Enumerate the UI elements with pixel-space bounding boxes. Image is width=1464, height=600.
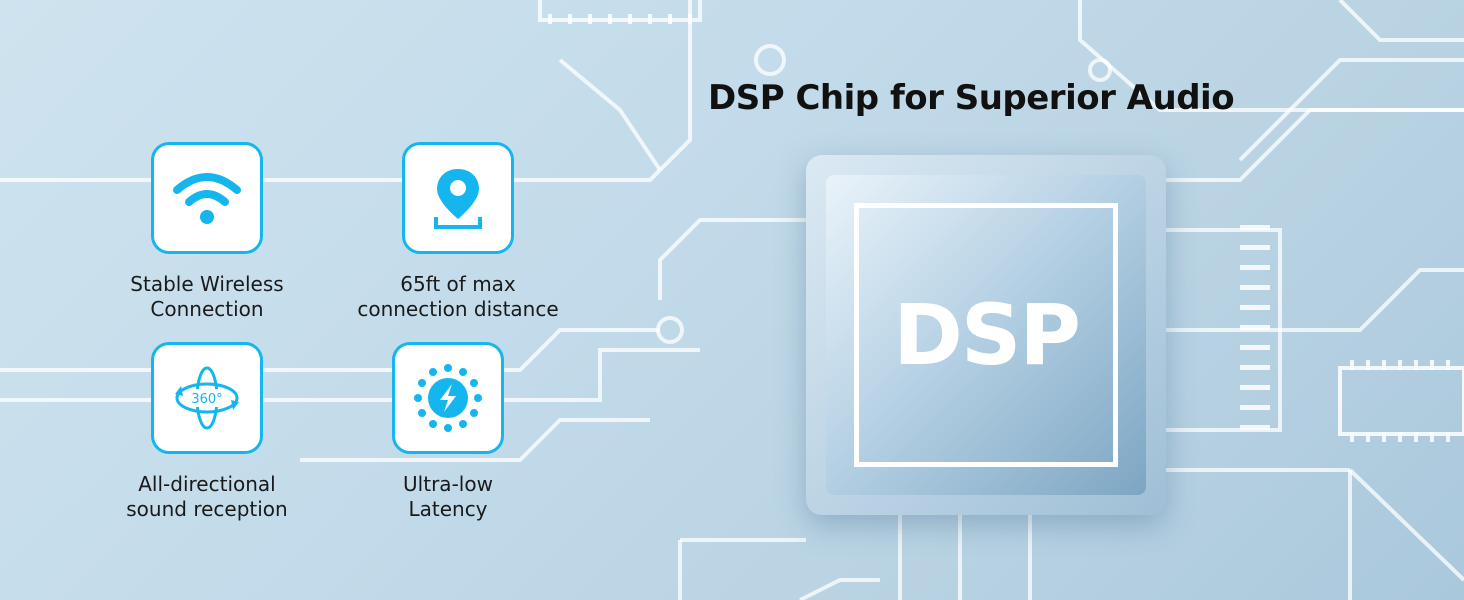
feature-ultra-low-latency: Ultra-low Latency xyxy=(328,342,568,522)
feature-label: Ultra-low Latency xyxy=(328,472,568,522)
feature-label-line1: 65ft of max xyxy=(400,272,516,296)
location-pin-icon xyxy=(434,169,482,229)
page-title: DSP Chip for Superior Audio xyxy=(708,78,1235,118)
feature-label: Stable Wireless Connection xyxy=(87,272,327,322)
dsp-chip-inner xyxy=(826,175,1146,495)
feature-label-line2: Latency xyxy=(408,497,488,521)
feature-icon-box xyxy=(392,342,504,454)
wifi-icon xyxy=(173,173,241,224)
rotate-360-label: 360° xyxy=(191,392,222,407)
feature-label-line2: sound reception xyxy=(126,497,288,521)
feature-label-line1: Stable Wireless xyxy=(130,272,284,296)
rotate-360-icon: 360° xyxy=(175,366,239,430)
feature-label-line2: Connection xyxy=(150,297,264,321)
lightning-icon xyxy=(414,364,482,432)
feature-label-line1: Ultra-low xyxy=(403,472,493,496)
feature-max-distance: 65ft of max connection distance xyxy=(338,142,578,322)
dsp-chip-frame xyxy=(854,203,1118,467)
feature-icon-box xyxy=(402,142,514,254)
dsp-chip-label: DSP xyxy=(893,286,1081,384)
feature-icon-box: 360° xyxy=(151,342,263,454)
feature-all-directional: 360° All-directional sound reception xyxy=(87,342,327,522)
feature-label-line1: All-directional xyxy=(138,472,276,496)
feature-label: 65ft of max connection distance xyxy=(338,272,578,322)
feature-label-line2: connection distance xyxy=(357,297,559,321)
feature-stable-wireless: Stable Wireless Connection xyxy=(87,142,327,322)
feature-label: All-directional sound reception xyxy=(87,472,327,522)
feature-icon-box xyxy=(151,142,263,254)
